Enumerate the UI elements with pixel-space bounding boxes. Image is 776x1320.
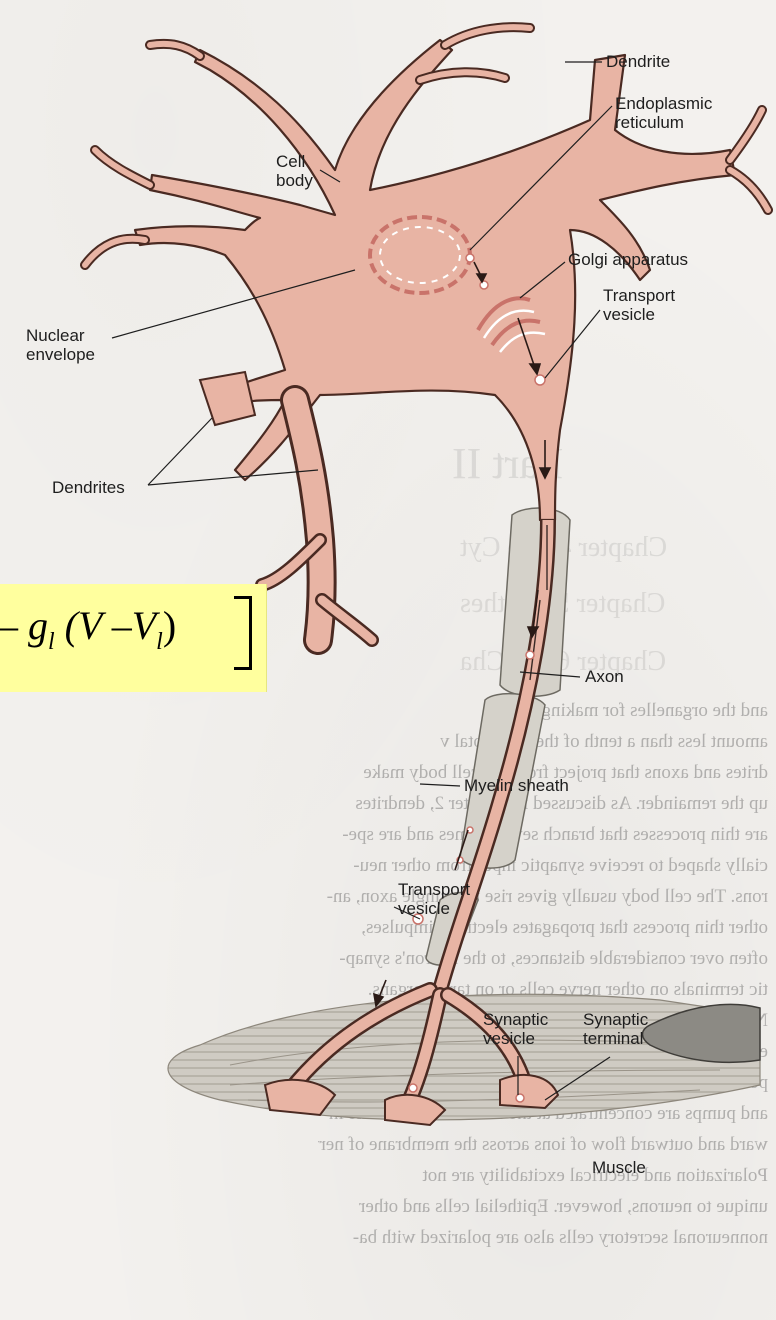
label-endoplasmic-reticulum: Endoplasmic reticulum bbox=[615, 94, 712, 132]
label-cell-body: Cell body bbox=[276, 152, 313, 190]
label-dendrite: Dendrite bbox=[606, 52, 670, 71]
label-synaptic-vesicle: Synaptic vesicle bbox=[483, 1010, 548, 1048]
label-dendrites: Dendrites bbox=[52, 478, 125, 497]
formula-suffix: ) bbox=[163, 603, 176, 648]
label-transport-vesicle-lower: Transport vesicle bbox=[398, 880, 470, 918]
leak-current-formula: – gl (V –Vl) bbox=[0, 602, 176, 672]
label-synaptic-terminal: Synaptic terminal bbox=[583, 1010, 648, 1048]
label-muscle: Muscle bbox=[592, 1158, 646, 1177]
formula-overlay: – gl (V –Vl) bbox=[0, 584, 267, 692]
label-axon: Axon bbox=[585, 667, 624, 686]
formula-body: (V –V bbox=[55, 603, 156, 648]
label-golgi-apparatus: Golgi apparatus bbox=[568, 250, 688, 269]
label-myelin-sheath: Myelin sheath bbox=[464, 776, 569, 795]
label-transport-vesicle-upper: Transport vesicle bbox=[603, 286, 675, 324]
formula-subscript-2: l bbox=[156, 629, 163, 655]
formula-subscript: l bbox=[48, 629, 55, 655]
label-nuclear-envelope: Nuclear envelope bbox=[26, 326, 95, 364]
formula-prefix: – g bbox=[0, 603, 48, 648]
formula-bracket bbox=[234, 596, 252, 670]
